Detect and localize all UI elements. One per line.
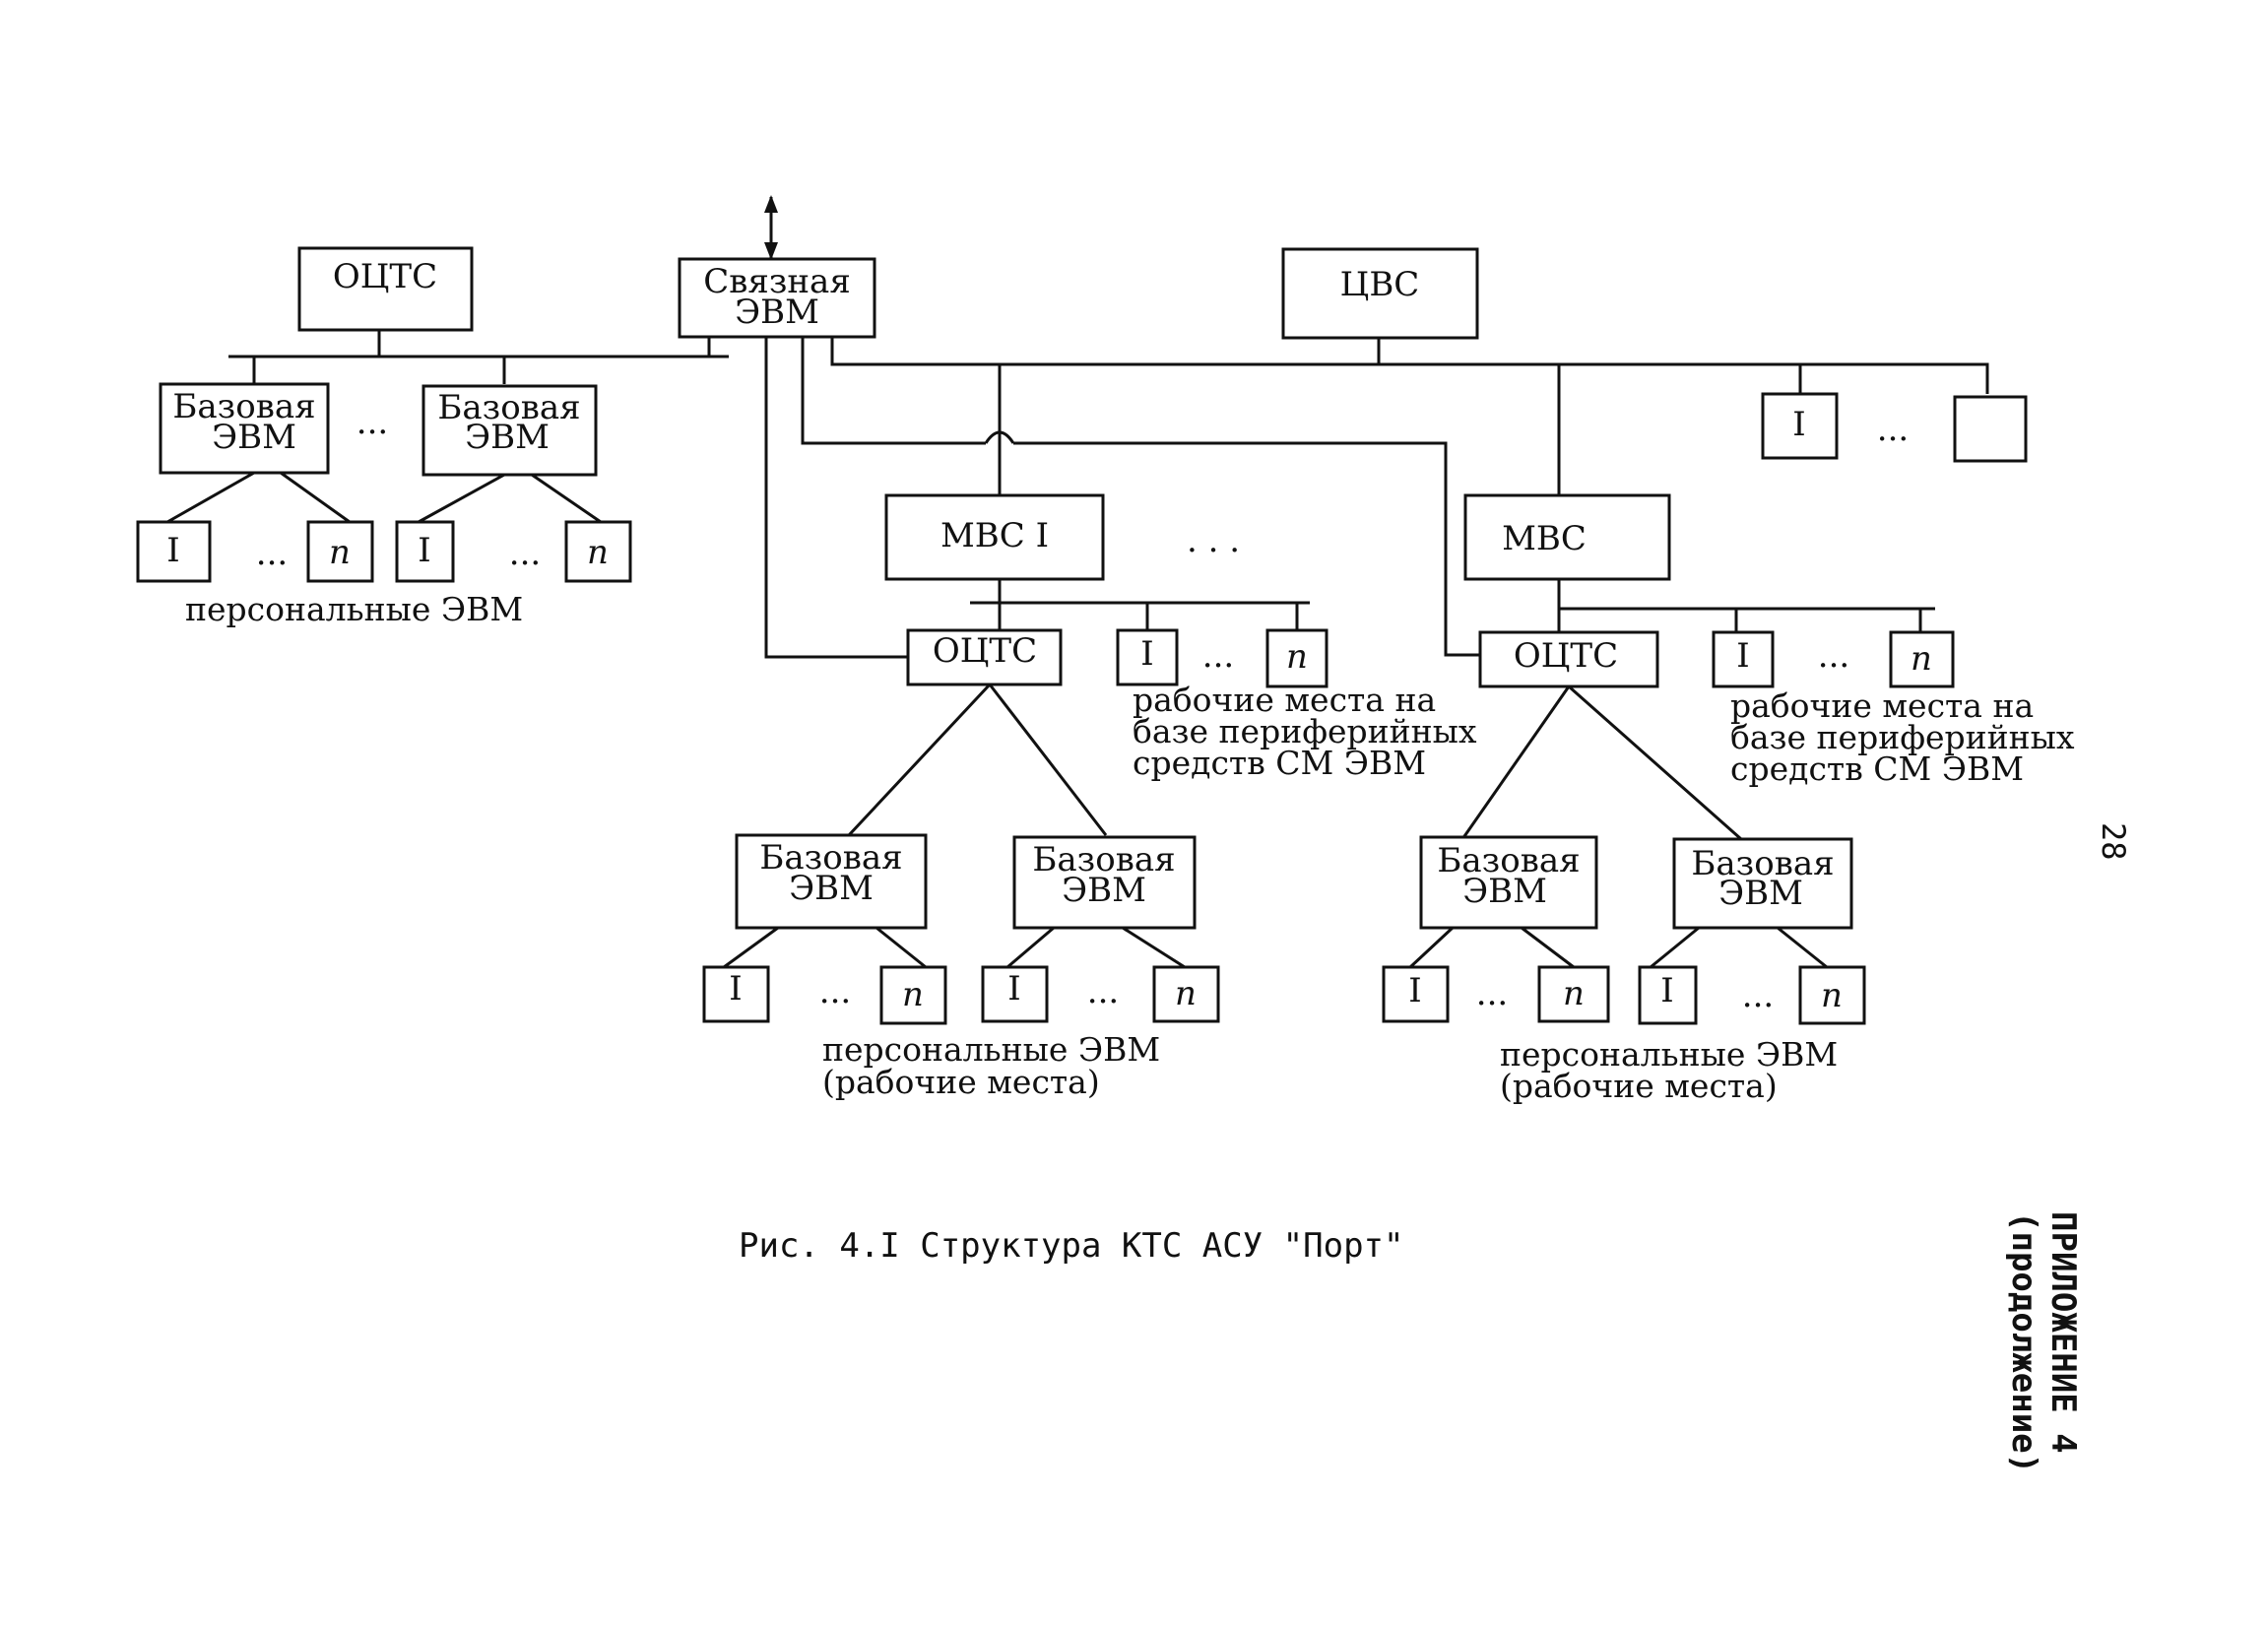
base-computer-left-1: Базовая ЭВМ — [159, 382, 330, 475]
svg-text:ЭВМ: ЭВМ — [1062, 871, 1146, 910]
svg-text:Базовая: Базовая — [437, 388, 580, 427]
svg-text:Базовая: Базовая — [1032, 840, 1175, 879]
base-computer-lower-1: Базовая ЭВМ — [735, 833, 928, 930]
figure-caption: Рис. 4.I Структура КТС АСУ "Порт" — [739, 1226, 1404, 1266]
svg-text:ОЦТС: ОЦТС — [933, 631, 1037, 671]
terminal: n — [1798, 965, 1866, 1025]
svg-text:ЭВМ: ЭВМ — [1718, 874, 1803, 913]
terminal: n — [564, 520, 632, 583]
svg-text:Базовая: Базовая — [1691, 844, 1834, 883]
terminal: I — [1712, 630, 1775, 688]
svg-text:I: I — [166, 531, 179, 570]
svg-text:I: I — [1792, 405, 1805, 444]
mvs-1-node: МВС I — [884, 493, 1105, 581]
peripheral-workplaces-label-3: средств СМ ЭВМ — [1730, 749, 2024, 788]
workplaces-label: (рабочие места) — [1500, 1067, 1778, 1105]
terminal: I — [702, 965, 770, 1023]
svg-text:I: I — [418, 531, 430, 570]
terminal: n — [879, 965, 947, 1025]
svg-text:I: I — [729, 969, 742, 1009]
svg-text:ЭВМ: ЭВМ — [465, 418, 550, 457]
svg-text:ОЦТС: ОЦТС — [333, 257, 437, 296]
svg-text:n: n — [1286, 637, 1308, 677]
svg-text:МВС I: МВС I — [940, 516, 1049, 555]
mvs-2-node: МВС — [1463, 493, 1671, 581]
svg-text:n: n — [587, 533, 609, 572]
peripheral-workplaces-label-2: базе периферийных — [1730, 718, 2075, 756]
svg-text:Базовая: Базовая — [172, 387, 315, 426]
svg-text:I: I — [1408, 971, 1421, 1010]
svg-text:ЭВМ: ЭВМ — [789, 869, 874, 908]
base-computer-left-2: Базовая ЭВМ — [421, 384, 598, 477]
comm-computer-node: Связная ЭВМ — [678, 257, 876, 339]
workplaces-label: (рабочие места) — [822, 1063, 1100, 1101]
terminal: n — [1265, 628, 1328, 688]
connection-lines — [166, 195, 1989, 969]
svg-text:ЭВМ: ЭВМ — [212, 418, 296, 457]
svg-text:I: I — [1007, 969, 1020, 1009]
svg-text:ЦВС: ЦВС — [1340, 265, 1420, 304]
cvs-terminal-blank — [1953, 395, 2028, 463]
ellipsis: ... — [1818, 636, 1849, 676]
ellipsis: ... — [1202, 636, 1234, 676]
svg-text:I: I — [1140, 634, 1153, 674]
terminal: I — [1116, 628, 1179, 686]
terminal: I — [1382, 965, 1450, 1023]
svg-text:Базовая: Базовая — [759, 838, 902, 878]
ellipsis: ... — [1742, 976, 1774, 1015]
octs-top-node: ОЦТС — [297, 246, 474, 332]
down-arrow-icon — [764, 242, 778, 260]
ellipsis: ... — [1087, 972, 1119, 1011]
cvs-terminal-first: I — [1761, 392, 1839, 460]
up-arrow-icon — [764, 195, 778, 213]
terminal: n — [1537, 965, 1610, 1023]
ellipsis: ... — [1877, 410, 1909, 449]
terminal: I — [136, 520, 212, 583]
svg-text:n: n — [1821, 976, 1843, 1015]
svg-text:n: n — [1175, 974, 1197, 1013]
base-computer-lower-2: Базовая ЭВМ — [1012, 835, 1197, 930]
octs-right-node: ОЦТС — [1478, 630, 1659, 688]
svg-text:ЭВМ: ЭВМ — [1462, 872, 1547, 911]
svg-text:n: n — [902, 975, 924, 1014]
svg-text:ОЦТС: ОЦТС — [1514, 636, 1618, 676]
ellipsis: . . . — [1187, 521, 1240, 560]
base-computer-lower-4: Базовая ЭВМ — [1672, 837, 1853, 930]
terminal: I — [1638, 965, 1698, 1025]
ellipsis: ... — [819, 972, 851, 1011]
terminal: I — [981, 965, 1049, 1023]
peripheral-workplaces-label-2: базе периферийных — [1133, 712, 1477, 750]
terminal: n — [1889, 630, 1955, 688]
ellipsis: ... — [356, 403, 388, 442]
svg-text:I: I — [1736, 636, 1749, 676]
peripheral-workplaces-label-3: средств СМ ЭВМ — [1133, 744, 1426, 782]
personal-evm-label: персональные ЭВМ — [1500, 1035, 1838, 1074]
terminal: n — [306, 520, 374, 583]
svg-text:n: n — [1563, 974, 1585, 1013]
terminal: I — [395, 520, 455, 583]
ellipsis: ... — [256, 534, 288, 573]
personal-evm-label: персональные ЭВМ — [822, 1030, 1160, 1069]
svg-text:n: n — [329, 533, 351, 572]
personal-evm-label: персональные ЭВМ — [185, 590, 523, 628]
octs-left-node: ОЦТС — [906, 628, 1063, 686]
svg-text:Базовая: Базовая — [1437, 841, 1580, 880]
peripheral-workplaces-label-1: рабочие места на — [1133, 681, 1436, 719]
cvs-node: ЦВС — [1281, 247, 1479, 340]
svg-text:I: I — [1660, 971, 1673, 1010]
page-number: 28 — [2095, 822, 2132, 861]
svg-text:Связная: Связная — [703, 262, 851, 301]
appendix-title: ПРИЛОЖЕНИЕ 4 — [2043, 1211, 2083, 1454]
ellipsis: ... — [509, 534, 541, 573]
appendix-continuation: (продолжение) — [2004, 1211, 2043, 1474]
svg-text:ЭВМ: ЭВМ — [735, 293, 819, 332]
base-computer-lower-3: Базовая ЭВМ — [1419, 835, 1598, 930]
svg-text:МВС: МВС — [1502, 519, 1587, 558]
ellipsis: ... — [1476, 974, 1508, 1013]
peripheral-workplaces-label-1: рабочие места на — [1730, 686, 2034, 725]
terminal: n — [1152, 965, 1220, 1023]
svg-text:n: n — [1911, 639, 1932, 679]
